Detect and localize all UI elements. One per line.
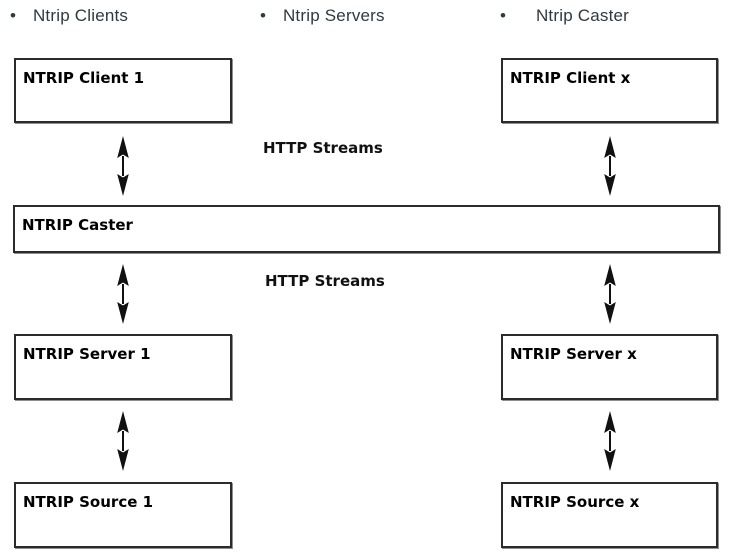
node-ntrip-source-1: NTRIP Source 1: [14, 482, 232, 548]
legend-label: Ntrip Clients: [32, 6, 129, 25]
legend-item-ntrip-caster: • Ntrip Caster: [500, 5, 629, 27]
double-arrow-icon: [117, 411, 129, 471]
node-label: NTRIP Source x: [510, 493, 640, 511]
double-arrow-icon: [117, 264, 129, 324]
legend-item-ntrip-servers: • Ntrip Servers: [260, 5, 385, 27]
legend-item-ntrip-clients: • Ntrip Clients: [10, 5, 128, 27]
legend-label: Ntrip Caster: [535, 6, 630, 25]
node-ntrip-server-1: NTRIP Server 1: [14, 334, 232, 400]
node-label: NTRIP Client x: [510, 69, 631, 87]
double-arrow-icon: [604, 411, 616, 471]
node-label: NTRIP Client 1: [23, 69, 145, 87]
double-arrow-icon: [604, 136, 616, 196]
node-ntrip-client-x: NTRIP Client x: [501, 58, 718, 123]
node-label: NTRIP Source 1: [23, 493, 154, 511]
double-arrow-icon: [117, 136, 129, 196]
node-ntrip-caster: NTRIP Caster: [13, 205, 720, 253]
legend-label: Ntrip Servers: [282, 6, 385, 25]
bullet-icon: •: [260, 6, 266, 25]
bullet-icon: •: [500, 6, 506, 25]
node-ntrip-client-1: NTRIP Client 1: [14, 58, 232, 123]
http-streams-label-bottom: HTTP Streams: [265, 272, 385, 290]
node-label: NTRIP Server x: [510, 345, 637, 363]
node-ntrip-source-x: NTRIP Source x: [501, 482, 718, 548]
node-ntrip-server-x: NTRIP Server x: [501, 334, 718, 400]
double-arrow-icon: [604, 264, 616, 324]
node-label: NTRIP Server 1: [23, 345, 151, 363]
bullet-icon: •: [10, 6, 16, 25]
http-streams-label-top: HTTP Streams: [263, 139, 383, 157]
node-label: NTRIP Caster: [22, 216, 133, 234]
